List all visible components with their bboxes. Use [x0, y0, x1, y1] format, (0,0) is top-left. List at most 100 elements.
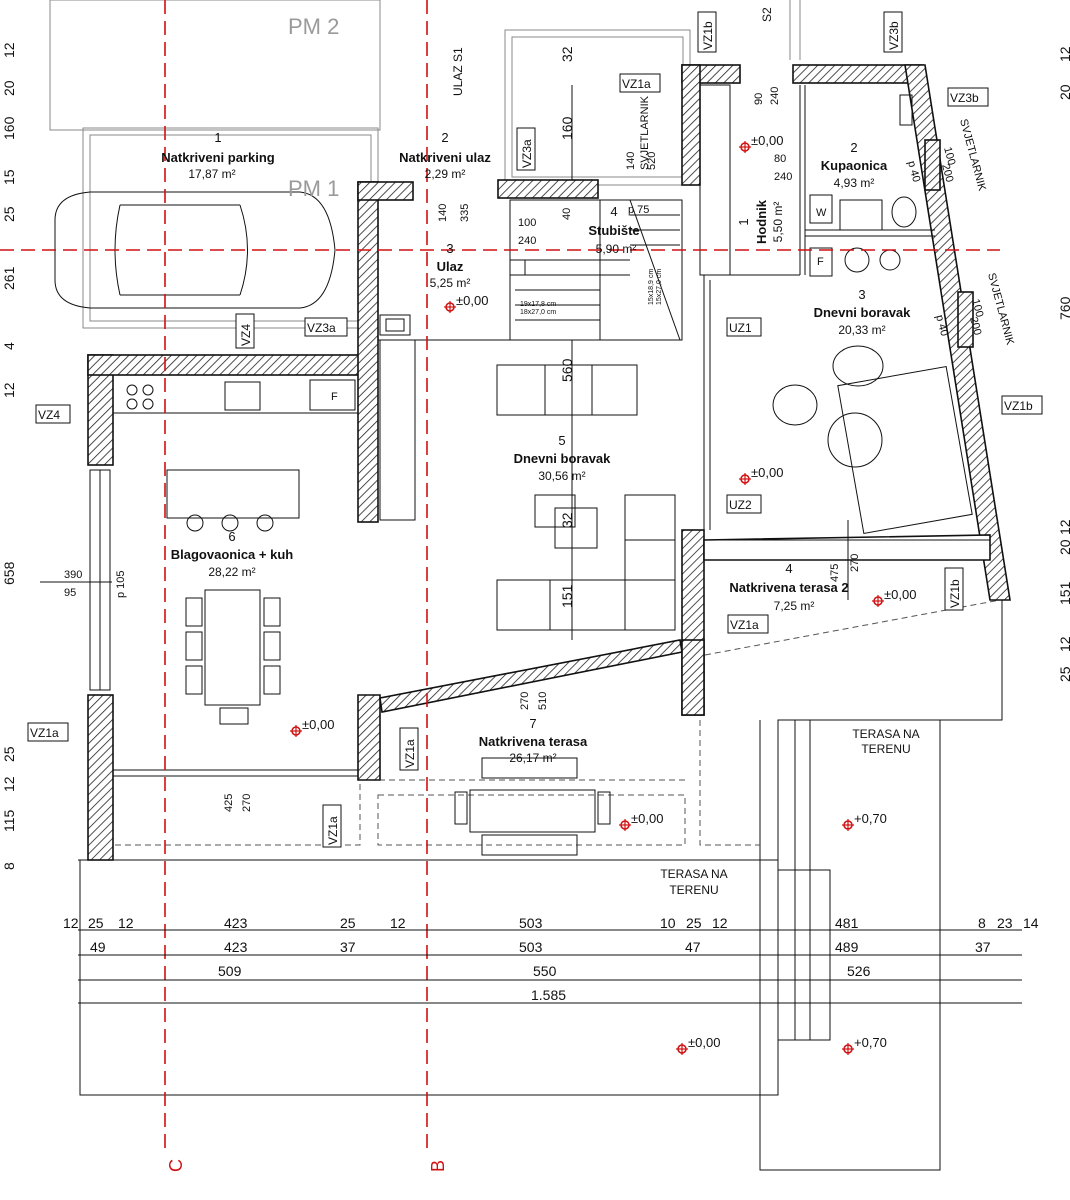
terrace-label: TERASA NA: [852, 727, 919, 741]
terrace-label: TERENU: [861, 742, 910, 756]
parking-label-pm2: PM 2: [288, 14, 339, 39]
tag-vz1a: VZ1a: [403, 739, 417, 768]
dimension-row-4: 1.585: [531, 987, 566, 1003]
dim-value: 8: [978, 915, 986, 931]
dim-value: 20: [1057, 84, 1070, 100]
elevation-label: ±0,00: [631, 811, 663, 826]
room-area: 20,33 m²: [838, 323, 885, 337]
dim-value: 160: [1, 116, 17, 140]
room-number: 6: [228, 529, 235, 544]
elevation-label: ±0,00: [884, 587, 916, 602]
dim-value: p 40: [905, 160, 922, 184]
room-area: 4,93 m²: [834, 176, 875, 190]
dim-value: 12: [712, 915, 728, 931]
room-number: 3: [446, 241, 453, 256]
dim-value: 100: [941, 146, 957, 167]
tag-vz3a: VZ3a: [520, 139, 534, 168]
axis-label-c: C: [166, 1159, 186, 1172]
dim-value: 49: [90, 939, 106, 955]
elevation-label: ±0,00: [302, 717, 334, 732]
dim-value: 151: [1057, 581, 1070, 605]
dim-value: 425: [223, 794, 235, 812]
dim-value: 200: [967, 316, 983, 337]
dim-value: 4: [1, 342, 17, 350]
washer-mark: W: [816, 207, 827, 219]
dim-value: 270: [849, 554, 861, 572]
dim-value: 520: [646, 152, 658, 170]
dimension-row-3: 509 550 526: [218, 963, 871, 979]
axis-label-b: B: [428, 1160, 448, 1172]
dim-value: 15x27,0 cm: [656, 269, 663, 305]
dim-value: 503: [519, 915, 543, 931]
tag-vz3b: VZ3b: [887, 21, 901, 50]
dim-value: 32: [559, 512, 575, 528]
room-name: Ulaz: [437, 259, 464, 274]
dim-value: 335: [459, 204, 471, 222]
dim-value: 90: [753, 93, 765, 105]
dim-value: 390: [64, 569, 82, 581]
room-name: Blagovaonica + kuh: [171, 547, 294, 562]
dim-value: 20: [1057, 539, 1070, 555]
room-number: 7: [529, 716, 536, 731]
room-number: 4: [785, 561, 792, 576]
dim-value: 475: [829, 564, 841, 582]
dim-value: 240: [769, 87, 781, 105]
terrace-label: TERASA NA: [660, 867, 727, 881]
dim-value: 12: [1, 776, 17, 792]
room-number: 2: [441, 130, 448, 145]
fridge-mark: F: [331, 391, 338, 403]
elevation-label: ±0,00: [751, 465, 783, 480]
fridge-mark: F: [817, 256, 824, 268]
dim-value: 423: [224, 939, 248, 955]
tag-vz3a: VZ3a: [307, 321, 336, 335]
dim-value: 240: [774, 171, 792, 183]
dim-value: 12: [1, 42, 17, 58]
dim-value: 25: [1, 746, 17, 762]
room-area: 30,56 m²: [538, 469, 585, 483]
dim-value: 12: [118, 915, 134, 931]
dim-value: 503: [519, 939, 543, 955]
dim-value: 12: [390, 915, 406, 931]
dim-value: 10: [660, 915, 676, 931]
tag-vz1a: VZ1a: [730, 618, 759, 632]
room-number: 1: [214, 130, 221, 145]
room-name: Natkriveni parking: [161, 150, 274, 165]
skylight-label: SVJETLARNIK: [985, 272, 1016, 347]
tag-vz1b: VZ1b: [701, 21, 715, 50]
tag-vz1a: VZ1a: [622, 77, 651, 91]
dim-value: 8: [1, 862, 17, 870]
room-area: 5,90 m²: [596, 242, 637, 256]
room-area: 2,29 m²: [425, 167, 466, 181]
right-dimensions: 20 12 760 12 20 151 12 25: [1057, 46, 1070, 682]
dim-value: 510: [537, 692, 549, 710]
dim-value: 12: [1057, 636, 1070, 652]
dim-value: 12: [63, 915, 79, 931]
parking-label-pm1: PM 1: [288, 176, 339, 201]
dim-value: 18x27,0 cm: [520, 309, 556, 316]
room-labels: 1 Natkriveni parking 17,87 m² 2 Natkrive…: [161, 130, 911, 765]
dim-value: 1.585: [531, 987, 566, 1003]
dim-value: 760: [1057, 296, 1070, 320]
tag-vz4: VZ4: [239, 324, 253, 346]
dim-value: 40: [561, 208, 573, 220]
dim-value: 25: [1057, 666, 1070, 682]
dim-value: 20: [1, 80, 17, 96]
room-name: Kupaonica: [821, 158, 888, 173]
room-name: Dnevni boravak: [814, 305, 912, 320]
dim-value: 15: [1, 169, 17, 185]
dimension-row-2: 49 423 37 503 47 489 37: [90, 939, 991, 955]
tag-vz1b: VZ1b: [1004, 399, 1033, 413]
dim-value: 25: [88, 915, 104, 931]
room-name: Natkrivena terasa 2: [729, 580, 848, 595]
tags: VZ1a VZ1b VZ3b VZ3b VZ3a VZ3a VZ4 VZ4 UZ…: [27, 7, 1043, 848]
dim-value: 37: [975, 939, 991, 955]
room-name: Hodnik: [754, 199, 769, 244]
elevation-label: +0,70: [854, 811, 887, 826]
tag-vz1a: VZ1a: [30, 726, 59, 740]
dim-value: 526: [847, 963, 871, 979]
dim-value: 32: [559, 46, 575, 62]
elevation-marks: ±0,00 ±0,00 ±0,00 ±0,00 ±0,00 ±0,00 +0,7…: [289, 133, 916, 1056]
dim-value: 80: [774, 153, 786, 165]
skylight-label: SVJETLARNIK: [957, 118, 988, 193]
room-number: 3: [858, 287, 865, 302]
